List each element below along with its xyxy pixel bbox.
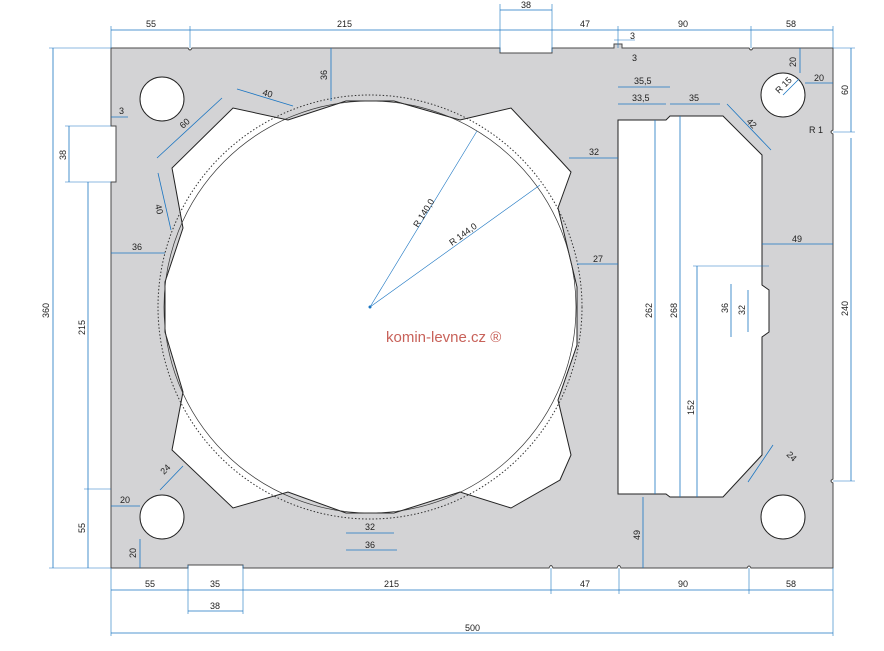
dim-octa-40-top: 40 xyxy=(261,87,273,99)
dim-rect-49-right: 49 xyxy=(792,234,802,244)
dim-rect-35: 35 xyxy=(689,93,699,103)
watermark: komin-levne.cz ® xyxy=(386,329,501,346)
dim-top-58: 58 xyxy=(786,19,796,29)
hole-bottom-right xyxy=(760,494,806,540)
dim-left-360: 360 xyxy=(41,303,51,318)
dim-left-215: 215 xyxy=(77,320,87,335)
dim-bottom-36: 36 xyxy=(365,540,375,550)
dim-rect-268: 268 xyxy=(669,303,679,318)
radius-line-144 xyxy=(369,184,541,308)
dim-right-r1: R 1 xyxy=(809,125,823,135)
dim-octa-40-top-line xyxy=(236,88,294,107)
dim-octa-60: 60 xyxy=(178,116,192,130)
dim-left-3: 3 xyxy=(119,106,124,116)
dim-top-90: 90 xyxy=(678,19,688,29)
dim-hole-20-bottom: 20 xyxy=(128,548,138,558)
dim-left-55: 55 xyxy=(77,523,87,533)
dim-octa-24-line xyxy=(159,465,184,491)
dim-bot-47: 47 xyxy=(580,579,590,589)
dim-tiny-3a: 3 xyxy=(630,31,635,41)
dim-bot-38: 38 xyxy=(210,601,220,611)
dim-rect-262: 262 xyxy=(644,303,654,318)
dim-bot-90: 90 xyxy=(678,579,688,589)
dim-top-38: 38 xyxy=(521,0,531,10)
dim-left-38: 38 xyxy=(58,150,68,160)
dim-rect-24-line xyxy=(747,444,774,483)
dim-rect-33-5: 33,5 xyxy=(632,93,650,103)
dim-gap-36: 36 xyxy=(319,70,329,80)
dim-octa-36-left: 36 xyxy=(132,242,142,252)
hole-bottom-left xyxy=(139,494,185,540)
dim-top-215: 215 xyxy=(337,19,352,29)
dim-bot-58: 58 xyxy=(786,579,796,589)
dim-right-27: 27 xyxy=(593,254,603,264)
dim-right-r15-line xyxy=(782,78,800,96)
dim-tiny-3b: 3 xyxy=(632,53,637,63)
dim-right-32: 32 xyxy=(589,147,599,157)
right-cutout xyxy=(617,115,770,498)
dim-bot-35: 35 xyxy=(210,579,220,589)
dim-octa-40-side: 40 xyxy=(153,203,165,215)
dim-right-60: 60 xyxy=(840,85,850,95)
dim-right-240: 240 xyxy=(840,301,850,316)
outer-dotted-circle xyxy=(157,94,583,520)
dim-rect-32: 32 xyxy=(737,305,747,315)
dim-rect-35-5: 35,5 xyxy=(634,76,652,86)
dim-hole-20-left: 20 xyxy=(120,495,130,505)
dim-bot-55: 55 xyxy=(145,579,155,589)
dim-rect-42-line xyxy=(726,103,772,151)
dim-rect-152: 152 xyxy=(686,400,696,415)
dim-bot-215: 215 xyxy=(384,579,399,589)
hole-top-left xyxy=(139,76,185,122)
dim-right-20-h: 20 xyxy=(814,73,824,83)
dim-bottom-32: 32 xyxy=(365,522,375,532)
dim-octa-40-side-line xyxy=(157,172,172,231)
center-mark xyxy=(368,305,372,309)
dim-top-55: 55 xyxy=(146,19,156,29)
dim-bot-500: 500 xyxy=(465,623,480,633)
dim-rect-36: 36 xyxy=(720,303,730,313)
dim-top-47: 47 xyxy=(580,19,590,29)
inner-circle xyxy=(163,100,577,514)
dim-right-20-v: 20 xyxy=(788,57,798,67)
dim-rect-49-bottom: 49 xyxy=(632,530,642,540)
dim-octa-60-line xyxy=(156,97,223,159)
radius-line-140 xyxy=(369,130,478,308)
